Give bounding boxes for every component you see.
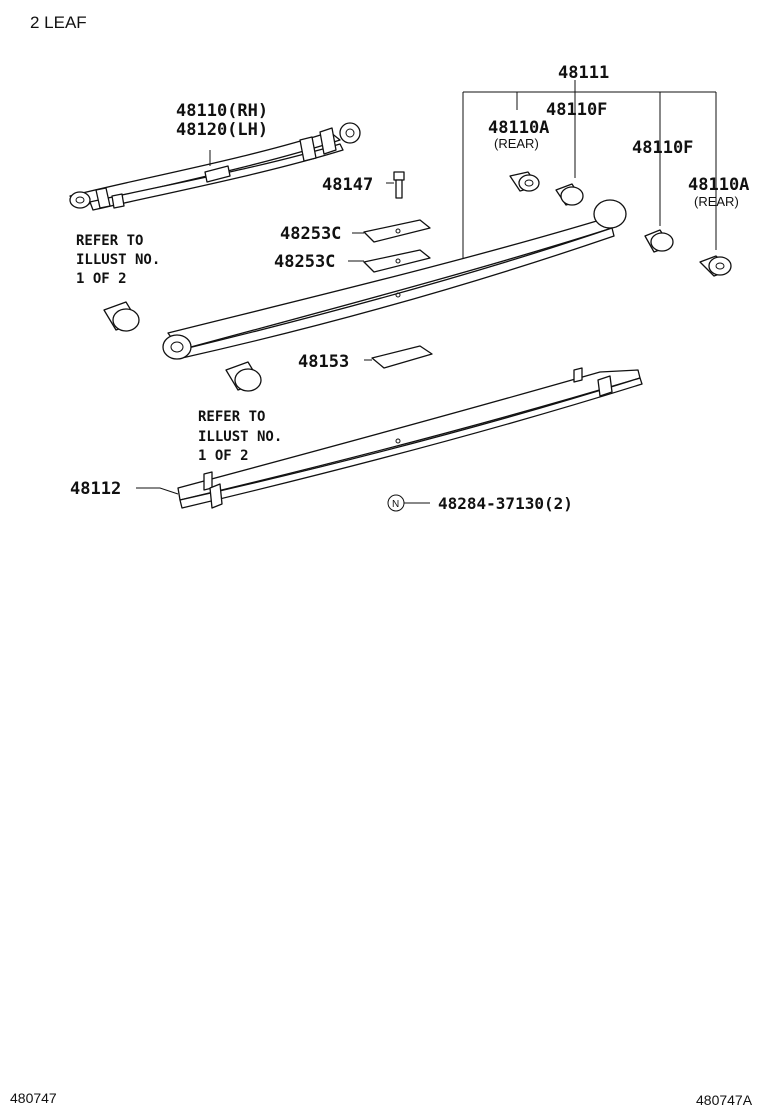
plate-48253c-lower (363, 249, 431, 273)
leaf-spring-assembly-small (69, 122, 361, 211)
plate-48153 (371, 345, 433, 369)
label-48120-lh: 48120(LH) (176, 120, 268, 140)
label-48153: 48153 (298, 352, 349, 372)
refer-note-1-line1: REFER TO (76, 233, 143, 249)
label-48110f-1: 48110F (546, 100, 607, 120)
bushing-48110f-2 (644, 229, 674, 253)
bushing-48110a-rear-1 (509, 171, 540, 192)
label-48110-rh: 48110(RH) (176, 101, 268, 121)
label-48110f-2: 48110F (632, 138, 693, 158)
diagram-title: 2 LEAF (30, 13, 87, 32)
lower-leaf-48112 (177, 367, 643, 509)
plate-48253c-upper (363, 219, 431, 243)
label-48111: 48111 (558, 63, 609, 83)
label-rear-2: (REAR) (694, 194, 739, 209)
label-48147: 48147 (322, 175, 373, 195)
nut-symbol-letter: N (392, 499, 399, 510)
footer-code-right: 480747A (696, 1092, 753, 1108)
refer-note-2-line3: 1 OF 2 (198, 448, 249, 464)
footer-code-left: 480747 (10, 1090, 57, 1106)
label-48253c-2: 48253C (274, 252, 335, 272)
refer-note-1-line3: 1 OF 2 (76, 271, 127, 287)
label-48284-37130: 48284-37130(2) (438, 494, 573, 513)
main-leaf-48111 (162, 199, 627, 360)
label-48253c-1: 48253C (280, 224, 341, 244)
label-rear-1: (REAR) (494, 136, 539, 151)
label-48110a-2: 48110A (688, 175, 749, 195)
bushing-refer-2 (225, 361, 262, 392)
bolt-48147 (393, 171, 405, 199)
refer-note-2-line2: ILLUST NO. (198, 429, 282, 445)
refer-note-2-line1: REFER TO (198, 409, 265, 425)
bushing-refer-1 (103, 301, 140, 332)
label-48112: 48112 (70, 479, 121, 499)
bushing-48110f-1 (555, 183, 584, 206)
label-48110a-1: 48110A (488, 118, 549, 138)
bushing-48110a-rear-2 (699, 255, 732, 277)
refer-note-1-line2: ILLUST NO. (76, 252, 160, 268)
